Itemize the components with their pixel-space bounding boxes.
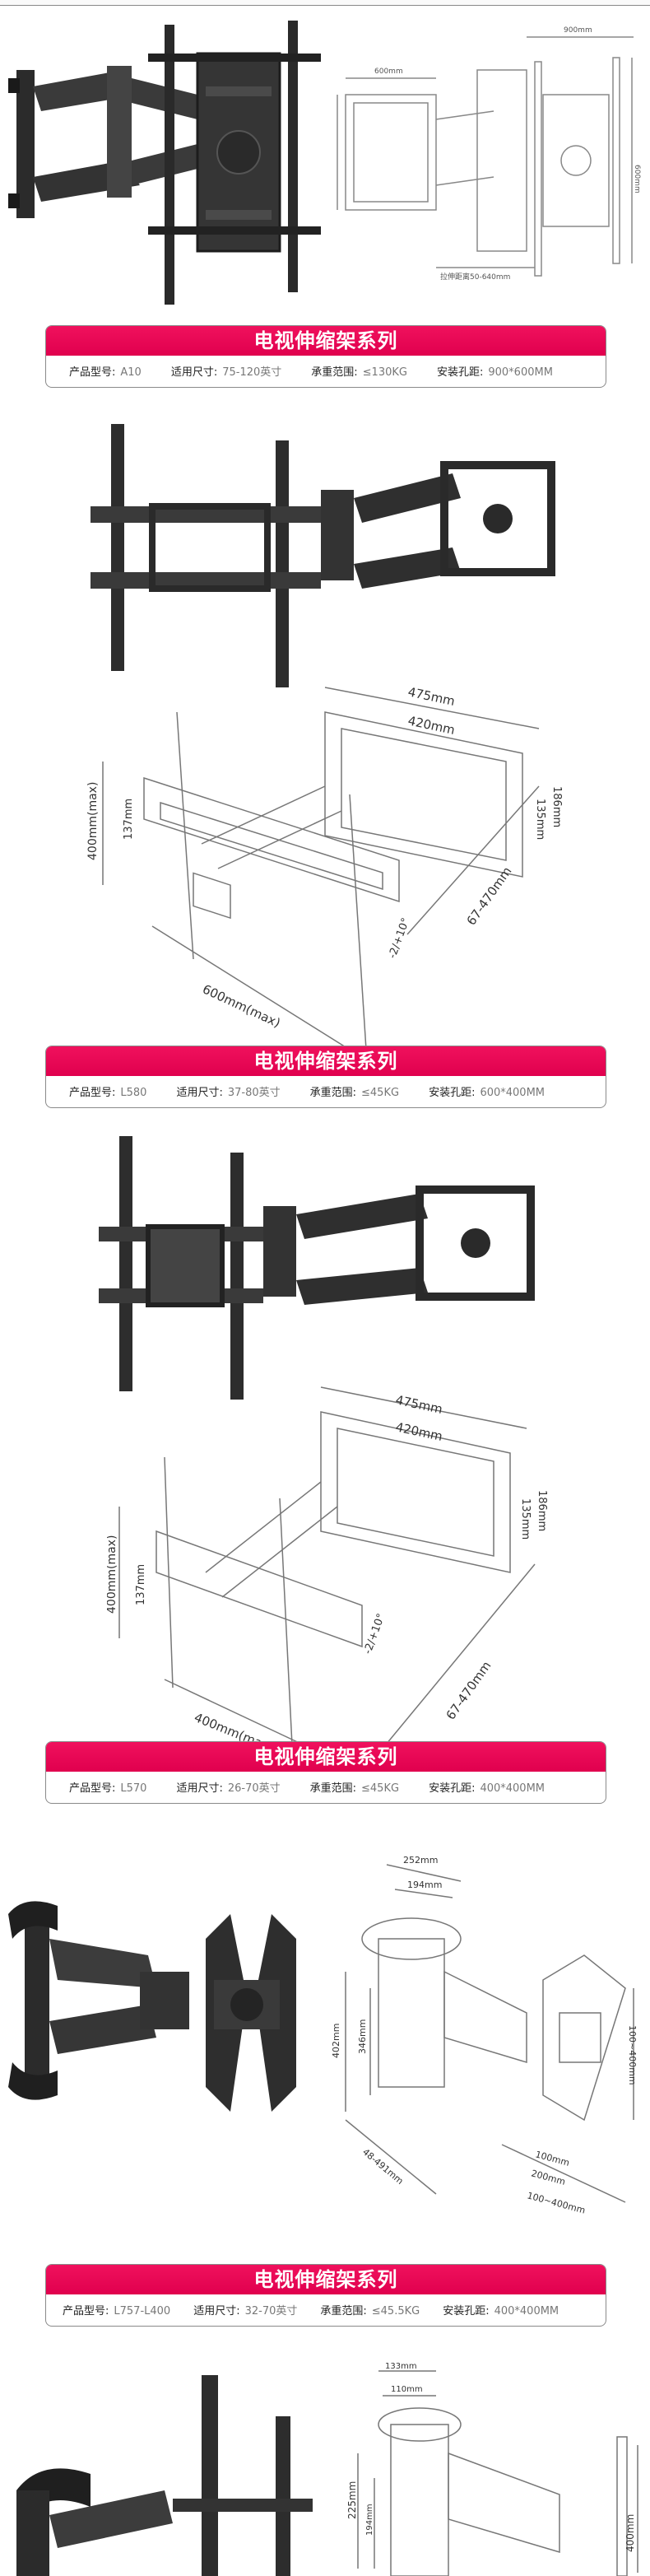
- rail-right: [230, 1153, 244, 1400]
- spec-size: 适用尺寸:26-70英寸: [176, 1782, 281, 1795]
- rail-right: [288, 21, 298, 292]
- product-section-l580: 475mm 420mm 400mm(max) 137mm 135mm 186mm…: [0, 399, 650, 1120]
- spec-band-l570: 电视伸缩架系列 产品型号:L570 适用尺寸:26-70英寸 承重范围:≤45K…: [45, 1741, 606, 1804]
- arm-lower: [49, 2005, 156, 2054]
- dim-label: -2/+10°: [362, 1612, 388, 1656]
- spec-model: 产品型号:L757-L400: [63, 2304, 171, 2317]
- rail-left: [202, 2375, 218, 2576]
- dimension-drawing-l570: 475mm 420mm 400mm(max) 137mm 135mm 186mm…: [107, 1386, 548, 1755]
- spec-band-l757: 电视伸缩架系列 产品型号:L757-L400 适用尺寸:32-70英寸 承重范围…: [45, 2264, 606, 2327]
- series-title: 电视伸缩架系列: [46, 1046, 606, 1076]
- top-divider: [0, 0, 650, 6]
- product-section-partial: 133mm 110mm 225mm 194mm 400mm: [0, 2346, 650, 2576]
- dim-label: 900mm: [564, 26, 592, 35]
- spec-size: 适用尺寸:75-120英寸: [170, 366, 282, 379]
- arm-upper: [49, 2490, 173, 2548]
- dim-label: 600mm: [374, 68, 403, 76]
- product-photo-partial: [16, 2375, 313, 2576]
- wall-plate: [25, 1914, 49, 2095]
- spec-size: 适用尺寸:32-70英寸: [193, 2304, 298, 2317]
- dim-label: -2/+10°: [387, 916, 413, 960]
- dim-label: 600mm: [633, 165, 641, 193]
- dim-label: 252mm: [403, 1855, 438, 1866]
- dimension-drawing-a10: 900mm 600mm 600mm 拉伸距离50-640mm: [337, 26, 641, 282]
- dim-label: 135mm: [534, 799, 546, 840]
- dim-label: 225mm: [346, 2481, 358, 2519]
- dim-label: 137mm: [135, 1564, 147, 1605]
- spec-load: 承重范围:≤45KG: [309, 1782, 400, 1795]
- rail-right: [276, 440, 289, 687]
- series-title: 电视伸缩架系列: [46, 2265, 606, 2294]
- dim-label: 67-470mm: [443, 1659, 494, 1723]
- product-photo-a10: [8, 21, 321, 305]
- series-title: 电视伸缩架系列: [46, 1742, 606, 1772]
- dimension-drawing-l757: 252mm 194mm 402mm 346mm 48-491mm 100~400…: [331, 1855, 638, 2215]
- spec-model: 产品型号:L570: [69, 1782, 147, 1795]
- spec-load: 承重范围:≤45KG: [309, 1086, 400, 1099]
- spec-hole: 安装孔距:600*400MM: [429, 1086, 546, 1099]
- dim-label: 600mm(max): [200, 981, 282, 1031]
- dim-label: 100~400mm: [627, 2025, 638, 2085]
- wall-plate: [16, 2490, 49, 2576]
- dim-label: 67-470mm: [464, 864, 515, 929]
- dim-label: 100mm: [534, 2149, 570, 2168]
- dim-label: 137mm: [123, 799, 135, 840]
- dim-label: 186mm: [536, 1490, 548, 1531]
- dim-label: 100~400mm: [526, 2190, 587, 2215]
- product-section-l570: 475mm 420mm 400mm(max) 137mm 135mm 186mm…: [0, 1120, 650, 1815]
- dim-label: 194mm: [365, 2504, 374, 2536]
- spec-band-l580: 电视伸缩架系列 产品型号:L580 适用尺寸:37-80英寸 承重范围:≤45K…: [45, 1046, 606, 1108]
- dim-label: 194mm: [407, 1880, 442, 1890]
- product-photo-l570: [99, 1136, 535, 1400]
- product-section-a10: 900mm 600mm 600mm 拉伸距离50-640mm 电视伸缩架系列 产…: [0, 0, 650, 399]
- spec-size: 适用尺寸:37-80英寸: [176, 1086, 281, 1099]
- wall-plate: [416, 1186, 535, 1301]
- spec-load: 承重范围:≤130KG: [311, 366, 407, 379]
- spec-hole: 安装孔距:400*400MM: [443, 2304, 559, 2317]
- spec-row: 产品型号:L757-L400 适用尺寸:32-70英寸 承重范围:≤45.5KG…: [46, 2294, 606, 2324]
- spec-model: 产品型号:L580: [69, 1086, 147, 1099]
- dim-label: 拉伸距离50-640mm: [440, 272, 510, 282]
- dim-label: 135mm: [519, 1498, 532, 1540]
- wall-plate: [16, 70, 35, 218]
- series-title: 电视伸缩架系列: [46, 326, 606, 356]
- spec-model: 产品型号:A10: [69, 366, 142, 379]
- spec-load: 承重范围:≤45.5KG: [320, 2304, 420, 2317]
- dim-label: 402mm: [331, 2024, 341, 2058]
- product-photo-l757: [8, 1901, 296, 2112]
- spec-row: 产品型号:L580 适用尺寸:37-80英寸 承重范围:≤45KG 安装孔距:6…: [46, 1076, 606, 1106]
- dim-label: 420mm: [394, 1419, 443, 1444]
- dim-label: 110mm: [391, 2385, 423, 2394]
- product-section-l757: 252mm 194mm 402mm 346mm 48-491mm 100~400…: [0, 1815, 650, 2346]
- rail-left: [119, 1136, 132, 1391]
- product-photo-l580: [91, 424, 555, 687]
- dimension-drawing-l580: 475mm 420mm 400mm(max) 137mm 135mm 186mm…: [86, 684, 563, 1050]
- rail-right: [276, 2416, 290, 2576]
- spec-row: 产品型号:L570 适用尺寸:26-70英寸 承重范围:≤45KG 安装孔距:4…: [46, 1772, 606, 1801]
- spec-row: 产品型号:A10 适用尺寸:75-120英寸 承重范围:≤130KG 安装孔距:…: [46, 356, 606, 385]
- rail-left: [165, 25, 174, 305]
- dim-label: 475mm: [394, 1392, 443, 1417]
- spec-band-a10: 电视伸缩架系列 产品型号:A10 适用尺寸:75-120英寸 承重范围:≤130…: [45, 325, 606, 388]
- dim-label: 133mm: [385, 2363, 417, 2371]
- dimension-drawing-partial: 133mm 110mm 225mm 194mm 400mm: [346, 2363, 638, 2576]
- rail-left: [111, 424, 124, 671]
- dim-label: 200mm: [530, 2168, 566, 2187]
- dim-label: 400mm(max): [86, 782, 100, 860]
- wall-plate: [440, 461, 555, 576]
- arm-upper: [49, 1939, 156, 1988]
- dim-label: 400mm(max): [107, 1535, 118, 1614]
- dim-label: 400mm: [624, 2514, 636, 2552]
- spec-hole: 安装孔距:900*600MM: [436, 366, 553, 379]
- dim-label: 48-491mm: [360, 2146, 406, 2187]
- dim-label: 346mm: [357, 2019, 368, 2054]
- spec-hole: 安装孔距:400*400MM: [429, 1782, 546, 1795]
- dim-label: 186mm: [550, 786, 563, 827]
